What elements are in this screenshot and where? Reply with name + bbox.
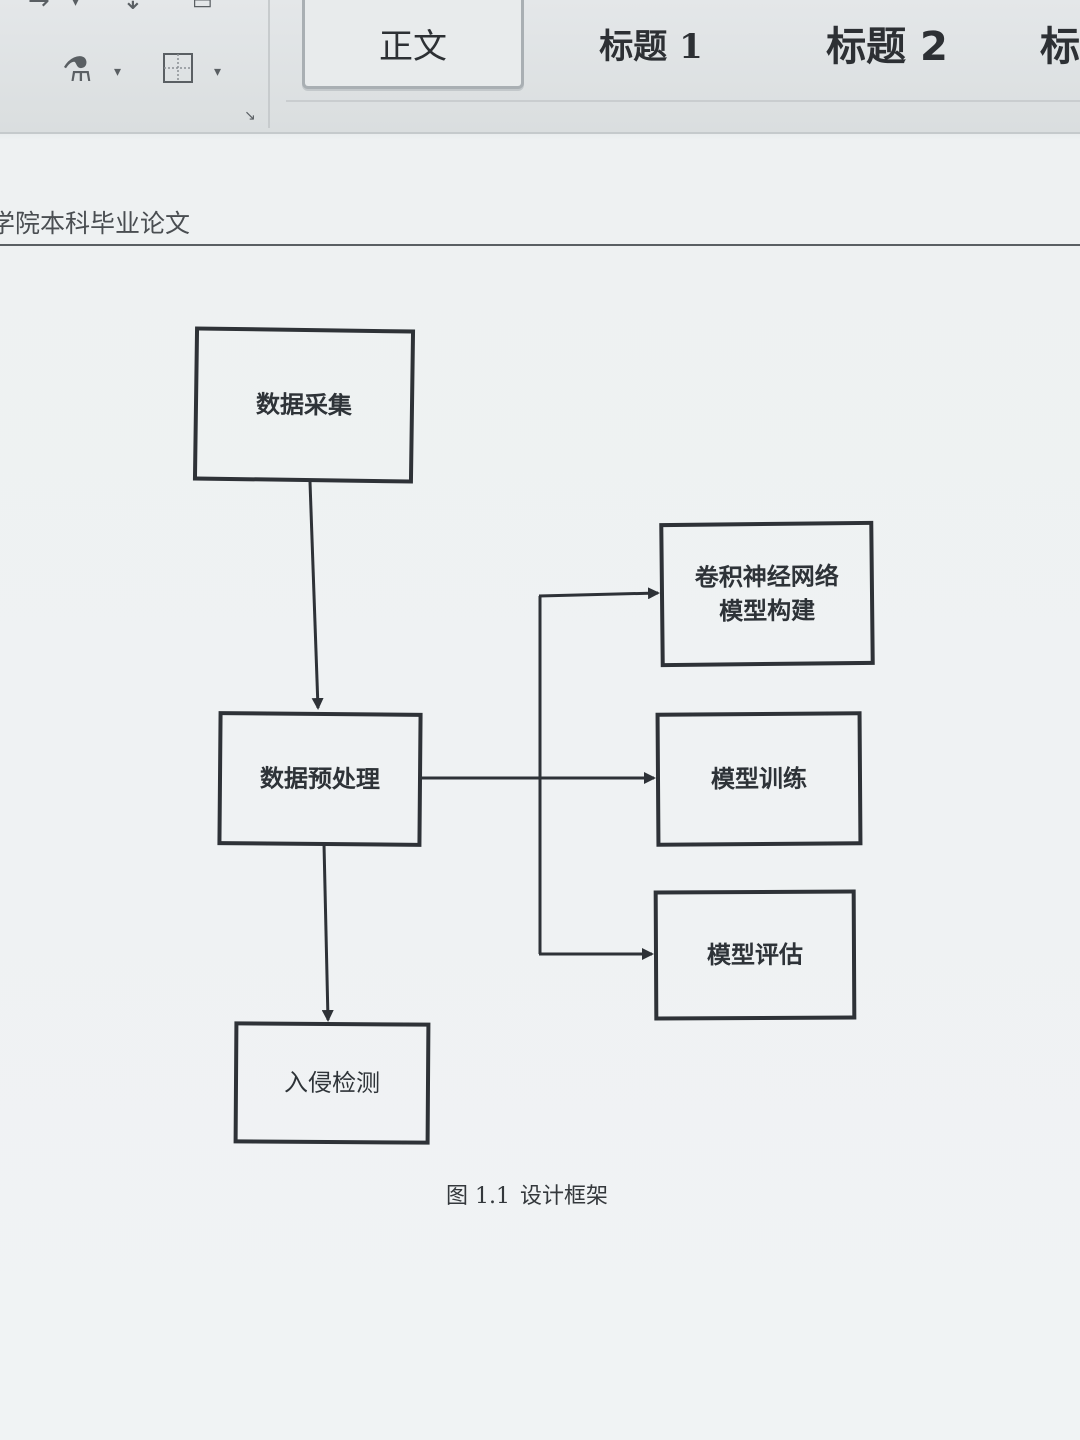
- styles-gallery: 正文 标题 1 标题 2 标: [286, 0, 1080, 102]
- node-model-training-label: 模型训练: [710, 764, 808, 794]
- style-heading-1[interactable]: 标题 1: [576, 0, 726, 86]
- edge-preprocess-to-detect: [321, 843, 334, 1022]
- node-data-collection-label: 数据采集: [255, 390, 353, 420]
- header-text: 学院本科毕业论文: [0, 209, 191, 238]
- style-normal[interactable]: 正文: [302, 0, 524, 89]
- style-heading-2[interactable]: 标题 2: [802, 0, 972, 86]
- chevron-down-icon[interactable]: ▾: [214, 64, 222, 80]
- chevron-down-icon[interactable]: ▾: [72, 0, 80, 10]
- dialog-launcher-icon[interactable]: ↘: [244, 108, 256, 124]
- node-cnn-model-build-label: 卷积神经网络 模型构建: [694, 562, 839, 626]
- figure-number: 图 1.1: [446, 1184, 510, 1209]
- node-data-collection[interactable]: 数据采集: [192, 326, 416, 484]
- ribbon-divider: [268, 0, 270, 128]
- node-data-preprocessing-label: 数据预处理: [259, 764, 381, 794]
- borders-icon[interactable]: [162, 52, 193, 83]
- node-model-evaluation[interactable]: 模型评估: [653, 889, 857, 1021]
- node-model-evaluation-label: 模型评估: [706, 940, 804, 970]
- node-intrusion-detection[interactable]: 入侵检测: [233, 1021, 431, 1145]
- style-heading-3-label: 标: [1040, 24, 1080, 70]
- table-icon[interactable]: ▭: [192, 0, 213, 15]
- shading-icon[interactable]: ⚗: [62, 50, 93, 90]
- node-intrusion-detection-label: 入侵检测: [283, 1068, 381, 1098]
- arrow-right-icon[interactable]: →: [28, 0, 50, 16]
- edge-collect-to-preprocess: [308, 481, 324, 710]
- style-heading-1-label: 标题 1: [599, 26, 703, 67]
- style-heading-3[interactable]: 标: [1040, 0, 1080, 86]
- edge-preprocess-to-cnn: [538, 587, 660, 600]
- style-normal-label: 正文: [379, 26, 447, 67]
- node-model-training[interactable]: 模型训练: [655, 711, 863, 847]
- node-data-preprocessing[interactable]: 数据预处理: [217, 711, 423, 847]
- figure-caption: 图 1.1 设计框架: [446, 1178, 618, 1210]
- page-header: 学院本科毕业论文: [0, 200, 1080, 246]
- style-heading-2-label: 标题 2: [826, 24, 948, 70]
- figure-title: 设计框架: [519, 1184, 608, 1209]
- sort-icon[interactable]: ⇣: [122, 0, 144, 16]
- ribbon: → ▾ ⇣ ▭ ⚗ ▾ ▾ ↘ 正文 标题 1 标题 2: [0, 0, 1080, 134]
- node-cnn-model-build[interactable]: 卷积神经网络 模型构建: [659, 520, 875, 668]
- chevron-down-icon[interactable]: ▾: [114, 64, 122, 80]
